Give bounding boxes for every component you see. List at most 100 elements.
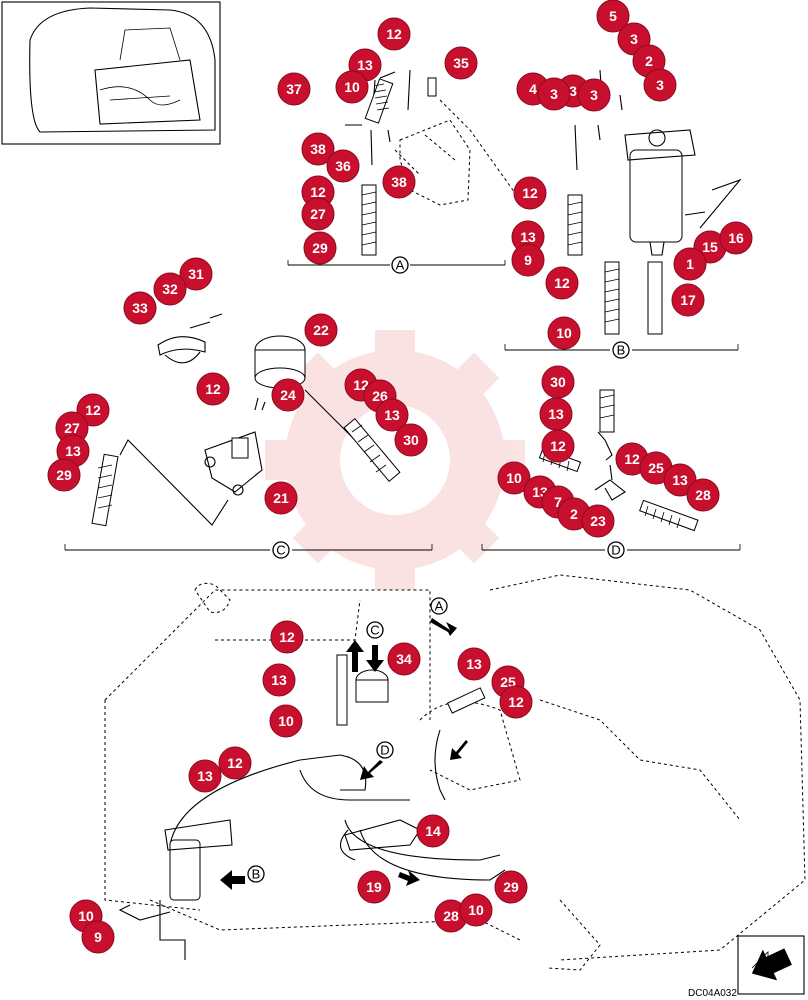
callout: 24	[271, 378, 305, 412]
svg-text:26: 26	[372, 388, 388, 404]
svg-text:12: 12	[279, 629, 295, 645]
flow-arrows	[220, 618, 468, 890]
svg-text:12: 12	[508, 694, 524, 710]
hose-c-right	[343, 417, 401, 483]
svg-text:16: 16	[728, 230, 744, 246]
svg-text:29: 29	[312, 240, 328, 256]
svg-text:37: 37	[286, 81, 302, 97]
svg-text:10: 10	[78, 908, 94, 924]
hose-d-right	[639, 499, 699, 532]
svg-text:2: 2	[645, 53, 653, 69]
main-assembly	[104, 574, 806, 971]
clamp-33	[157, 336, 206, 364]
svg-text:9: 9	[94, 929, 102, 945]
callouts-main: 12 13 10 34 13 25 12 12 13 14 19 28 10 2…	[69, 620, 533, 954]
svg-text:17: 17	[680, 292, 696, 308]
callout: 10	[269, 704, 303, 738]
callout: 17	[671, 283, 705, 317]
svg-text:10: 10	[344, 79, 360, 95]
svg-text:13: 13	[357, 57, 373, 73]
svg-text:32: 32	[162, 281, 178, 297]
callouts-view-d: 30 13 12 10 13 7 2 23 12 25 13 28	[497, 365, 720, 538]
svg-text:10: 10	[468, 902, 484, 918]
svg-text:7: 7	[554, 494, 562, 510]
svg-text:28: 28	[695, 487, 711, 503]
svg-text:12: 12	[624, 451, 640, 467]
svg-text:13: 13	[271, 672, 287, 688]
callout: 35	[444, 46, 478, 80]
callout: 14	[416, 814, 450, 848]
svg-text:13: 13	[520, 229, 536, 245]
callout: 3	[643, 68, 677, 102]
view-b-label: B	[617, 343, 626, 358]
arrow-down-icon	[366, 645, 384, 672]
callout: 9	[81, 920, 115, 954]
svg-text:30: 30	[550, 374, 566, 390]
callout: 13	[539, 397, 573, 431]
fuel-filter	[624, 129, 696, 256]
arrow-right-icon	[430, 618, 457, 636]
svg-text:38: 38	[310, 141, 326, 157]
svg-text:23: 23	[590, 513, 606, 529]
callout: 37	[277, 72, 311, 106]
svg-text:13: 13	[466, 656, 482, 672]
callout: 12	[196, 372, 230, 406]
svg-text:3: 3	[569, 83, 577, 99]
arrow-left-icon	[220, 870, 245, 890]
callout: 27	[301, 197, 335, 231]
svg-text:29: 29	[503, 879, 519, 895]
hose-a-lower	[361, 184, 377, 256]
callouts-view-b: 5 3 3 2 3 4 3 3 12 13 9 12 10 15 16 1 17	[511, 0, 753, 350]
callout: 13	[663, 463, 697, 497]
callout: 10	[547, 316, 581, 350]
callout: 12	[377, 17, 411, 51]
svg-text:30: 30	[403, 432, 419, 448]
view-a-label: A	[396, 258, 405, 273]
callouts-view-c: 31 32 33 22 12 24 12 26 13 30 12 27 13 2…	[47, 257, 428, 515]
callout: 30	[541, 365, 575, 399]
hose-b-right	[604, 261, 620, 335]
svg-text:29: 29	[56, 467, 72, 483]
svg-text:12: 12	[227, 755, 243, 771]
hose-d-top	[599, 389, 615, 433]
svg-text:12: 12	[310, 184, 326, 200]
callout: 3	[577, 78, 611, 112]
svg-text:15: 15	[702, 239, 718, 255]
callout: 16	[719, 221, 753, 255]
callout: 29	[47, 458, 81, 492]
callout: 29	[303, 231, 337, 265]
svg-text:34: 34	[396, 651, 412, 667]
view-b-detail	[504, 69, 742, 351]
callout: 13	[457, 647, 491, 681]
svg-text:9: 9	[524, 252, 532, 268]
callout: 12	[513, 176, 547, 210]
main-fuel-filter	[164, 819, 233, 901]
orientation-arrow-icon	[737, 935, 805, 995]
callout: 10	[459, 893, 493, 927]
callout: 12	[615, 442, 649, 476]
callout: 38	[301, 132, 335, 166]
svg-text:12: 12	[522, 185, 538, 201]
main-view-c-label: C	[370, 623, 379, 638]
callout: 30	[394, 423, 428, 457]
svg-text:12: 12	[205, 381, 221, 397]
svg-text:2: 2	[570, 506, 578, 522]
svg-text:12: 12	[550, 438, 566, 454]
main-water-separator	[355, 669, 389, 703]
svg-text:27: 27	[310, 206, 326, 222]
callout: 13	[262, 663, 296, 697]
callout: 23	[581, 504, 615, 538]
svg-text:5: 5	[609, 8, 617, 24]
arrow-right-icon	[398, 870, 420, 886]
svg-text:21: 21	[273, 490, 289, 506]
callout: 13	[375, 398, 409, 432]
svg-text:13: 13	[384, 407, 400, 423]
callout: 12	[218, 746, 252, 780]
callout: 12	[499, 685, 533, 719]
drawing-code: DC04A032	[688, 988, 737, 999]
svg-text:33: 33	[132, 300, 148, 316]
svg-text:3: 3	[656, 77, 664, 93]
svg-text:22: 22	[313, 322, 329, 338]
callout: 28	[434, 899, 468, 933]
svg-text:35: 35	[453, 55, 469, 71]
